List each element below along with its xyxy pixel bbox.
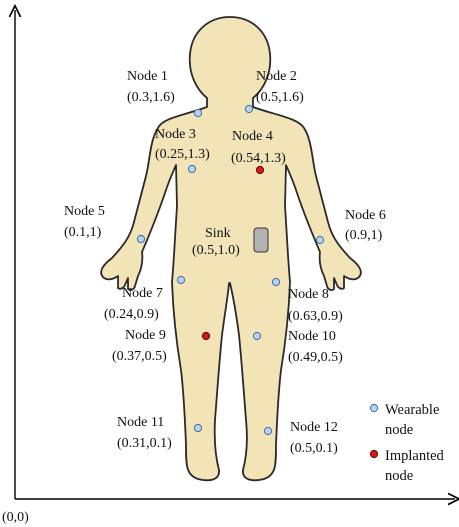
node-10-coord: (0.49,0.5) — [288, 350, 343, 365]
legend-implanted-line-1: Implanted — [385, 448, 445, 464]
node-6-marker — [316, 236, 323, 243]
legend-wearable-line-2: node — [385, 422, 413, 438]
node-4-name: Node 4 — [232, 129, 273, 144]
node-12-name: Node 12 — [290, 420, 338, 435]
node-12-marker — [264, 427, 271, 434]
node-9-coord: (0.37,0.5) — [112, 349, 167, 364]
node-7-marker — [177, 276, 184, 283]
sink-coord: (0.5,1.0) — [192, 243, 240, 258]
legend-implanted-marker — [370, 450, 377, 457]
node-10-name: Node 10 — [288, 329, 336, 344]
node-7-name: Node 7 — [122, 286, 163, 301]
legend-wearable-marker — [370, 404, 377, 411]
node-11-coord: (0.31,0.1) — [117, 436, 172, 451]
node-1-marker — [194, 109, 201, 116]
node-5-coord: (0.1,1) — [64, 225, 102, 240]
node-12-coord: (0.5,0.1) — [290, 441, 338, 456]
node-8-name: Node 8 — [288, 287, 329, 302]
node-6-coord: (0.9,1) — [345, 228, 383, 243]
node-1-coord: (0.3,1.6) — [127, 90, 175, 105]
node-11-marker — [194, 424, 201, 431]
sink-device — [254, 228, 268, 252]
node-7-coord: (0.24,0.9) — [104, 307, 159, 322]
node-9-name: Node 9 — [125, 328, 166, 343]
legend-implanted-line-2: node — [385, 468, 413, 484]
node-8-coord: (0.63,0.9) — [288, 309, 343, 324]
node-3-name: Node 3 — [155, 127, 196, 142]
node-8-marker — [272, 278, 279, 285]
origin-label: (0,0) — [2, 510, 29, 525]
node-5-marker — [137, 235, 144, 242]
node-5-name: Node 5 — [64, 204, 105, 219]
node-2-coord: (0.5,1.6) — [256, 90, 304, 105]
node-3-coord: (0.25,1.3) — [155, 147, 210, 162]
node-10-marker — [253, 332, 260, 339]
node-1-name: Node 1 — [127, 69, 168, 84]
node-6-name: Node 6 — [345, 208, 386, 223]
legend-wearable-line-1: Wearable — [385, 402, 439, 418]
node-2-name: Node 2 — [256, 69, 297, 84]
node-11-name: Node 11 — [117, 415, 164, 430]
node-4-coord: (0.54,1.3) — [231, 151, 286, 166]
node-9-marker — [202, 332, 209, 339]
node-2-marker — [245, 105, 252, 112]
sink-name: Sink — [205, 226, 231, 241]
node-3-marker — [188, 165, 195, 172]
legend: Wearable node Implanted node — [370, 402, 444, 484]
node-4-marker — [256, 166, 263, 173]
